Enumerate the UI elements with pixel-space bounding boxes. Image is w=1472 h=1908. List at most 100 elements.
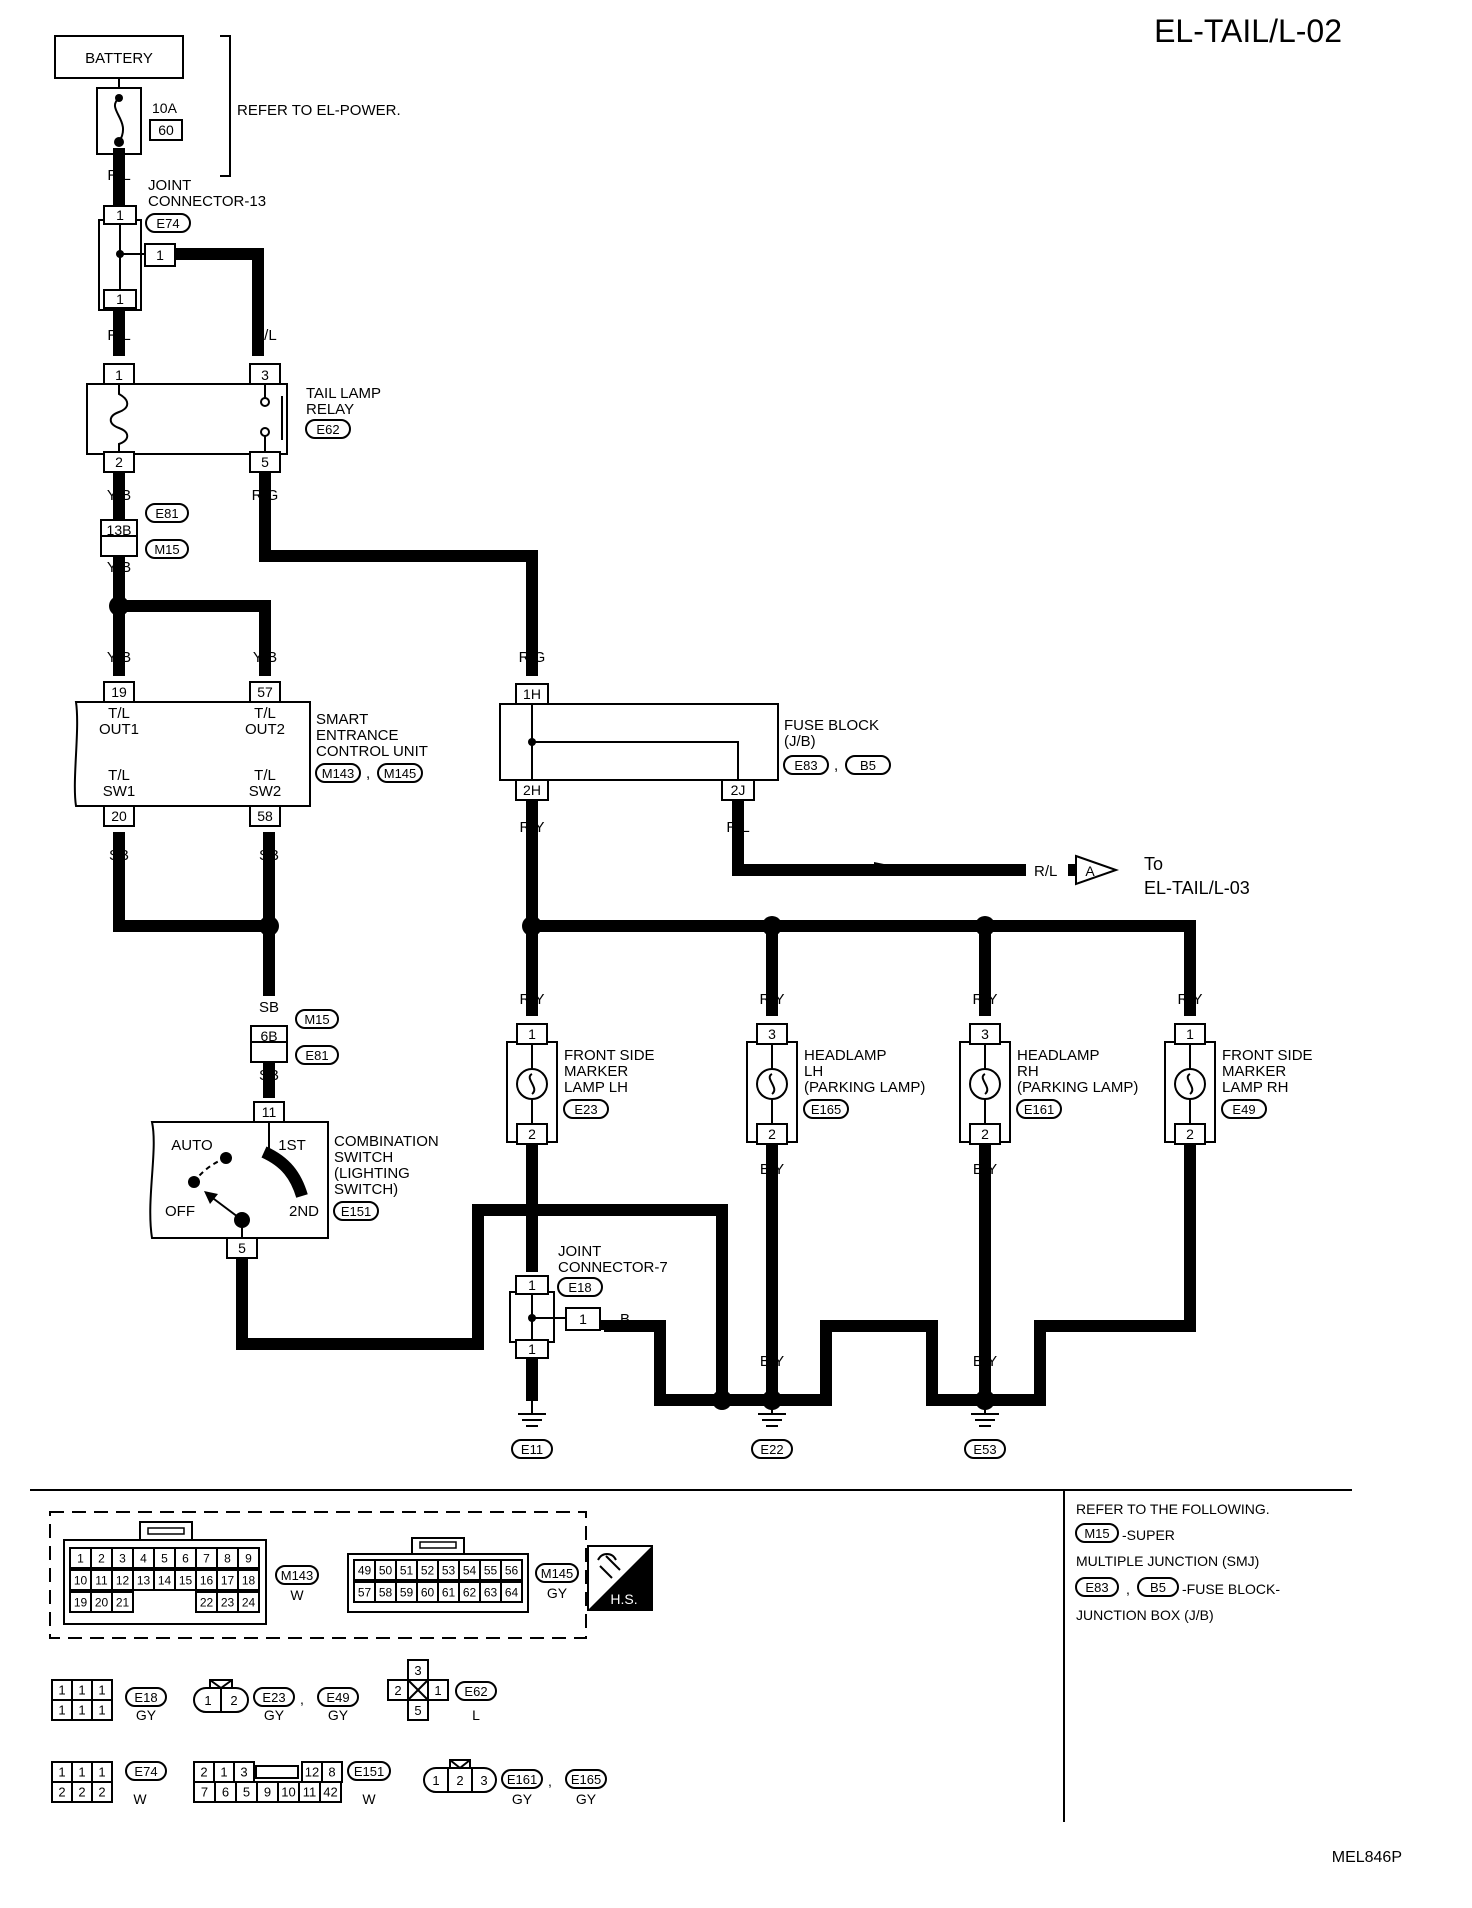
svg-text:Y/B: Y/B: [253, 649, 277, 666]
svg-text:RELAY: RELAY: [306, 401, 354, 418]
lamp-front-side-marker-rh: 1 2 FRONT SIDE MARKER LAMP RH E49: [1164, 1023, 1313, 1145]
svg-text:MARKER: MARKER: [1222, 1063, 1286, 1080]
svg-text:L: L: [472, 1707, 480, 1723]
svg-text:SB: SB: [259, 1067, 279, 1084]
svg-text:B: B: [655, 1353, 665, 1370]
svg-text:R/L: R/L: [1034, 863, 1057, 880]
svg-text:(J/B): (J/B): [784, 733, 816, 750]
svg-text:LAMP RH: LAMP RH: [1222, 1079, 1288, 1096]
svg-text:1: 1: [116, 291, 124, 307]
svg-text:3: 3: [261, 367, 269, 383]
svg-text:LAMP LH: LAMP LH: [564, 1079, 628, 1096]
pin-number: 59: [400, 1585, 414, 1599]
pin-number: 61: [442, 1585, 456, 1599]
pin-number: 11: [95, 1573, 108, 1587]
junction-dots: [109, 596, 995, 1410]
svg-text:B: B: [1185, 1161, 1195, 1178]
svg-text:Y/B: Y/B: [107, 559, 131, 576]
svg-text:W: W: [362, 1791, 376, 1807]
wire-labels: R/L R/L R/L R/L Y/B R/G Y/B Y/B Y/B R/G …: [107, 167, 1203, 1388]
pin-number: 4: [140, 1551, 147, 1565]
svg-text:E74: E74: [156, 216, 179, 231]
svg-text:M15: M15: [1084, 1526, 1109, 1541]
svg-text:M15: M15: [304, 1012, 329, 1027]
svg-text:AUTO: AUTO: [171, 1137, 212, 1154]
pin-number: 50: [379, 1563, 393, 1577]
smj-6b: 6B M15 E81: [250, 1009, 339, 1065]
pin-number: 60: [421, 1585, 435, 1599]
svg-text:JOINT: JOINT: [558, 1243, 601, 1260]
svg-text:(LIGHTING: (LIGHTING: [334, 1165, 410, 1182]
svg-text:M145: M145: [384, 766, 417, 781]
pin-number: 12: [116, 1573, 130, 1587]
pin-number: 7: [203, 1551, 210, 1565]
svg-text:FUSE BLOCK: FUSE BLOCK: [784, 717, 879, 734]
svg-text:TAIL LAMP: TAIL LAMP: [306, 385, 381, 402]
svg-text:E53: E53: [973, 1442, 996, 1457]
svg-text:FRONT SIDE: FRONT SIDE: [564, 1047, 655, 1064]
svg-text:E81: E81: [155, 506, 178, 521]
svg-text:60: 60: [158, 122, 174, 138]
smj-13b: 13B E81 M15: [100, 503, 189, 559]
svg-text:1: 1: [115, 367, 123, 383]
pin-number: 10: [281, 1784, 295, 1799]
pin-number: 1: [58, 1682, 65, 1697]
legend: REFER TO THE FOLLOWING. M15 -SUPER MULTI…: [1075, 1501, 1280, 1623]
pin-number: 58: [379, 1585, 393, 1599]
hs-connector-box: [49, 1511, 587, 1639]
svg-text:GY: GY: [264, 1707, 285, 1723]
svg-text:1: 1: [1186, 1026, 1194, 1042]
svg-text:MARKER: MARKER: [564, 1063, 628, 1080]
ground-e11: E11: [511, 1395, 553, 1459]
svg-text:B: B: [527, 1161, 537, 1178]
svg-text:(PARKING LAMP): (PARKING LAMP): [804, 1079, 925, 1096]
svg-text:R/L: R/L: [253, 327, 276, 344]
svg-text:58: 58: [257, 808, 273, 824]
pin-number: 13: [137, 1573, 151, 1587]
svg-text:3: 3: [768, 1026, 776, 1042]
svg-text:CONTROL UNIT: CONTROL UNIT: [316, 743, 428, 760]
offpage-connector-a: R/L A To EL-TAIL/L-03: [874, 854, 1250, 898]
pin-number: 17: [221, 1573, 235, 1587]
svg-text:W: W: [290, 1587, 304, 1603]
pin-number: 51: [400, 1563, 414, 1577]
ground-e22: E22: [751, 1400, 793, 1459]
pin-number: 21: [116, 1595, 130, 1609]
svg-text:R/L: R/L: [107, 327, 130, 344]
pin-number: 2: [78, 1784, 85, 1799]
pin-number: 54: [463, 1563, 477, 1577]
svg-text:H.S.: H.S.: [610, 1591, 637, 1607]
svg-text:57: 57: [257, 684, 273, 700]
pin-number: 8: [328, 1764, 335, 1779]
svg-text:E18: E18: [568, 1280, 591, 1295]
svg-text:CONNECTOR-7: CONNECTOR-7: [558, 1259, 668, 1276]
svg-text:R/Y: R/Y: [972, 991, 997, 1008]
svg-text:OFF: OFF: [165, 1203, 195, 1220]
pin-number: 19: [74, 1595, 88, 1609]
connector-e23-e49-face: 1 2 E23 GY , E49 GY: [193, 1679, 359, 1723]
pin-number: 57: [358, 1585, 372, 1599]
svg-text:B: B: [620, 1311, 630, 1328]
pin-number: 20: [95, 1595, 109, 1609]
svg-text:B/Y: B/Y: [760, 1353, 784, 1370]
pin-number: 1: [78, 1764, 85, 1779]
svg-text:GY: GY: [136, 1707, 157, 1723]
svg-text:COMBINATION: COMBINATION: [334, 1133, 439, 1150]
svg-text:1: 1: [156, 247, 164, 263]
pin-number: 8: [224, 1551, 231, 1565]
svg-text:GY: GY: [512, 1791, 533, 1807]
pin-number: 6: [182, 1551, 189, 1565]
svg-text:E151: E151: [341, 1204, 371, 1219]
svg-text:E165: E165: [571, 1772, 601, 1787]
svg-text:R/Y: R/Y: [519, 991, 544, 1008]
ground-e53: E53: [964, 1400, 1006, 1459]
fuse-note: REFER TO EL-POWER.: [237, 102, 401, 119]
svg-text:SWITCH): SWITCH): [334, 1181, 398, 1198]
pin-number: 16: [200, 1573, 214, 1587]
smart-entrance-control-unit: 19 57 20 58 T/L OUT1 T/L OUT2 T/L SW1 T/…: [73, 681, 428, 827]
svg-text:GY: GY: [328, 1707, 349, 1723]
svg-text:A: A: [1085, 863, 1095, 879]
svg-text:HEADLAMP: HEADLAMP: [804, 1047, 887, 1064]
